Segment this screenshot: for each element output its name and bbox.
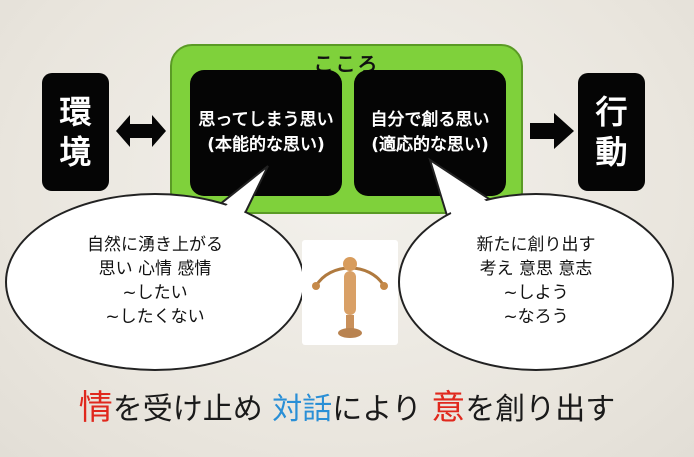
adaptive-thought-line1: 自分で創る思い: [370, 110, 490, 131]
environment-char2: 境: [59, 133, 92, 171]
instinctive-thought-box: 思ってしまう思い (本能的な思い): [190, 70, 342, 196]
bottom-message: 情を受け止め 対話により 意を創り出す: [0, 380, 694, 429]
left-bubble-line1: 自然に湧き上がる: [87, 235, 223, 256]
right-bubble-line4: ~なろう: [503, 306, 569, 327]
adaptive-thought-box: 自分で創る思い (適応的な思い): [354, 70, 506, 196]
right-speech-bubble: 新たに創り出す 考え 意思 意志 ~しよう ~なろう: [398, 193, 674, 371]
environment-char1: 環: [59, 93, 92, 131]
bottom-text-3: を創り出す: [465, 392, 616, 427]
left-bubble-line2: 思い 心情 感情: [98, 259, 212, 280]
action-box: 行 動: [578, 73, 645, 191]
right-arrow-icon: [530, 113, 574, 149]
right-bubble-line1: 新たに創り出す: [476, 235, 596, 256]
left-speech-bubble: 自然に湧き上がる 思い 心情 感情 ~したい ~したくない: [5, 193, 305, 371]
right-bubble-line2: 考え 意思 意志: [479, 259, 593, 280]
bottom-text-2: により: [332, 392, 432, 427]
action-char2: 動: [595, 133, 628, 171]
adaptive-thought-line2: (適応的な思い): [371, 135, 489, 155]
left-bubble-line3: ~したい: [122, 283, 188, 303]
instinctive-thought-line1: 思ってしまう思い: [198, 110, 334, 131]
balancing-wooden-doll-icon: [302, 240, 398, 345]
intention-char: 意: [431, 388, 466, 428]
bottom-text-1: を受け止め: [112, 392, 273, 427]
right-bubble-line3: ~しよう: [503, 283, 569, 303]
environment-box: 環 境: [42, 73, 109, 191]
action-char1: 行: [595, 93, 628, 131]
left-bubble-line4: ~したくない: [105, 306, 205, 327]
dialogue-word: 対話: [272, 392, 333, 427]
double-arrow-icon: [116, 115, 166, 147]
emotion-char: 情: [78, 388, 113, 428]
instinctive-thought-line2: (本能的な思い): [207, 135, 325, 155]
